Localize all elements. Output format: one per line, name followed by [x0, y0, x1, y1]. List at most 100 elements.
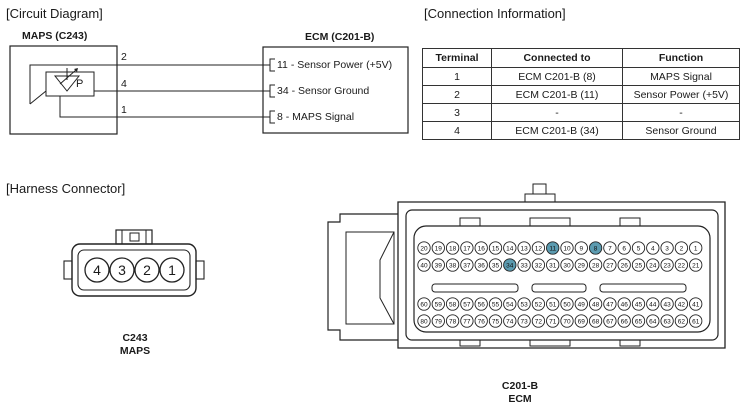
- ecm-pin: [445, 241, 460, 255]
- ecm-pin-number: 44: [649, 301, 657, 308]
- ecm-pin-number: 50: [563, 301, 571, 308]
- ecm-pin-number: 1: [694, 245, 698, 252]
- connection-info-title: [Connection Information]: [424, 6, 566, 21]
- ecm-pin-number: 22: [678, 262, 686, 269]
- ecm-connector-caption: ECM: [508, 393, 532, 405]
- ecm-pin-number: 45: [635, 301, 643, 308]
- ecm-pin: [674, 241, 689, 255]
- ecm-pin-number: 77: [463, 318, 471, 325]
- table-header-row: Terminal Connected to Function: [422, 48, 740, 68]
- ecm-pin-number: 64: [649, 318, 657, 325]
- ecm-pin: [674, 314, 689, 328]
- ecm-pin-number: 48: [592, 301, 600, 308]
- ecm-pin-number: 30: [563, 262, 571, 269]
- ecm-pin: [560, 258, 574, 272]
- ecm-pin: [531, 314, 546, 328]
- ecm-pin-number: 59: [435, 301, 443, 308]
- ecm-pin: [603, 258, 617, 272]
- ecm-pin-number: 65: [635, 318, 643, 325]
- maps-pin-number: 4: [93, 262, 101, 278]
- ecm-component-label: ECM (C201-B): [305, 31, 375, 43]
- ecm-pin-number: 3: [665, 245, 669, 252]
- ecm-pin-number: 34: [506, 262, 514, 269]
- ecm-pin-number: 70: [563, 318, 571, 325]
- ecm-pin-number: 18: [449, 245, 457, 252]
- ecm-pin: [689, 241, 703, 255]
- table-row: 1 ECM C201-B (8) MAPS Signal: [422, 67, 740, 86]
- ecm-pin-number: 80: [420, 318, 428, 325]
- sensor-letter: P: [76, 78, 84, 90]
- table-row: 4 ECM C201-B (34) Sensor Ground: [422, 121, 740, 140]
- ecm-pin-number: 69: [578, 318, 586, 325]
- ecm-pin: [488, 314, 503, 328]
- ecm-pin: [474, 297, 488, 311]
- ecm-pin-number: 57: [463, 301, 471, 308]
- ecm-pin-number: 11: [549, 245, 556, 252]
- ecm-pin-number: 16: [478, 245, 486, 252]
- ecm-pin-number: 43: [663, 301, 671, 308]
- ecm-pin-number: 10: [563, 245, 571, 252]
- ecm-pin: [546, 258, 560, 272]
- ecm-pin-number: 72: [535, 318, 543, 325]
- ecm-pin: [531, 297, 546, 311]
- circuit-diagram-title: [Circuit Diagram]: [6, 6, 103, 21]
- ecm-pin-number: 42: [678, 301, 686, 308]
- maps-pin-number: 2: [143, 262, 151, 278]
- maps-pin-number: 1: [168, 262, 176, 278]
- ecm-pin: [417, 314, 431, 328]
- ecm-pin: [517, 258, 531, 272]
- ecm-pin: [474, 258, 488, 272]
- table-cell: Sensor Ground: [622, 121, 740, 140]
- table-cell: ECM C201-B (34): [491, 121, 623, 140]
- ecm-pin: [574, 314, 588, 328]
- ecm-pin-number: 25: [635, 262, 643, 269]
- ecm-pin: [689, 297, 703, 311]
- ecm-pin: [503, 297, 517, 311]
- ecm-pin: [445, 258, 460, 272]
- ecm-pin-number: 79: [435, 318, 443, 325]
- ecm-pin: [445, 297, 460, 311]
- ecm-pin: [531, 258, 546, 272]
- table-row: 3 - -: [422, 103, 740, 122]
- ecm-pin: [689, 314, 703, 328]
- ecm-pin: [417, 241, 431, 255]
- ecm-pin-number: 2: [680, 245, 684, 252]
- ecm-pin-number: 75: [492, 318, 500, 325]
- ecm-pin-number: 63: [663, 318, 671, 325]
- ecm-pin-number: 20: [420, 245, 428, 252]
- ecm-pin-number: 28: [592, 262, 600, 269]
- ecm-pin-number: 26: [621, 262, 629, 269]
- ecm-pin: [689, 258, 703, 272]
- table-cell: -: [622, 103, 740, 122]
- table-cell: Sensor Power (+5V): [622, 85, 740, 104]
- ecm-pin-number: 12: [535, 245, 543, 252]
- ecm-pin-number: 39: [435, 262, 443, 269]
- ecm-pin-number: 14: [506, 245, 514, 252]
- ecm-pin: [503, 258, 517, 272]
- ecm-pin: [646, 241, 660, 255]
- ecm-pin: [517, 297, 531, 311]
- wire-pin-2: [29, 64, 270, 104]
- ecm-pin-number: 51: [549, 301, 557, 308]
- table-cell: MAPS Signal: [622, 67, 740, 86]
- ecm-pin: [646, 258, 660, 272]
- ecm-pin-number: 66: [621, 318, 629, 325]
- ecm-pin-number: 53: [520, 301, 528, 308]
- ecm-pin-number: 76: [478, 318, 486, 325]
- ecm-pin-number: 68: [592, 318, 600, 325]
- table-cell: ECM C201-B (8): [491, 67, 623, 86]
- ecm-pin-number: 4: [651, 245, 655, 252]
- ecm-pin-number: 61: [692, 318, 700, 325]
- ecm-pin: [674, 258, 689, 272]
- table-cell: -: [491, 103, 623, 122]
- ecm-pin: [503, 241, 517, 255]
- maps-box: [9, 45, 118, 135]
- ecm-pin: [431, 258, 445, 272]
- ecm-pin: [460, 314, 474, 328]
- ecm-pin: [588, 314, 603, 328]
- ecm-pin: [460, 297, 474, 311]
- ecm-pin-number: 74: [506, 318, 514, 325]
- sensor-pin-label: 4: [121, 78, 127, 90]
- ecm-pin: [660, 297, 674, 311]
- ecm-pin-number: 6: [622, 245, 626, 252]
